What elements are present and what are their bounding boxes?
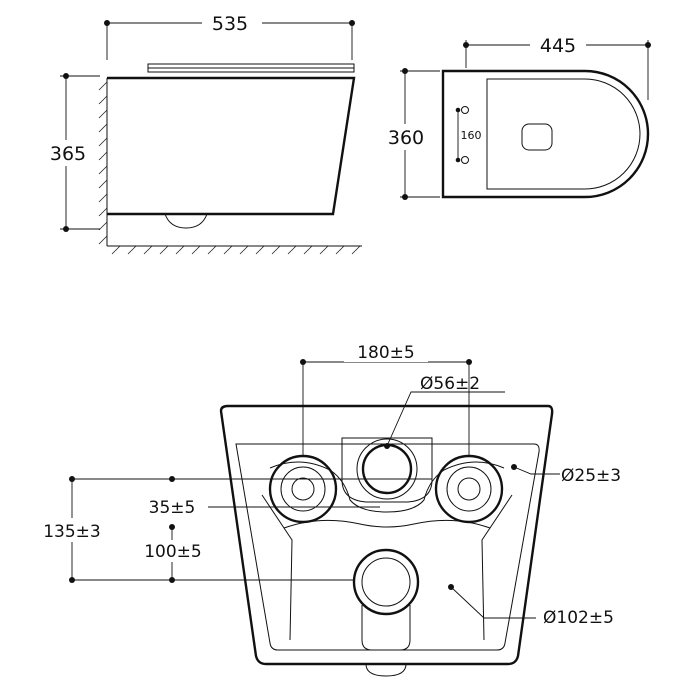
rear-view-bolt-hole-left-outer xyxy=(268,454,338,524)
top-view-outline xyxy=(441,69,650,199)
top-width-dot-bottom xyxy=(402,194,408,200)
inlet-offset-dot-top xyxy=(169,476,175,482)
side-width-dot-right xyxy=(349,20,355,26)
side-height-dot-bottom xyxy=(63,226,69,232)
side-view-outlet xyxy=(164,213,208,229)
rear-view-bottom-stub xyxy=(365,663,407,677)
top-view-rim xyxy=(486,78,641,190)
rear-view-bolt-hole-left-ring xyxy=(280,466,326,512)
rear-view-outlet xyxy=(352,548,420,616)
top-view-flush-hole xyxy=(521,123,553,151)
rear-view-water-inlet xyxy=(361,443,413,495)
outlet-to-bolt-label: 135±3 xyxy=(43,522,101,542)
top-bolt-spacing-label: 160 xyxy=(461,129,482,142)
rear-view: 180±5 Ø56±2 Ø25±3 35±5 135±3 100±5 Ø102±… xyxy=(26,340,621,677)
rear-view-outer-outline xyxy=(219,404,554,666)
outlet-label: Ø102±5 xyxy=(543,608,614,628)
side-view-wall-hatch xyxy=(98,81,108,245)
side-height-label: 365 xyxy=(50,143,86,165)
side-view-bowl-body xyxy=(107,76,356,216)
rear-bolt-dot-right xyxy=(466,359,472,365)
rear-view-inner-outline xyxy=(235,443,540,651)
rear-bolt-dot-left xyxy=(300,359,306,365)
rear-view-outlet-neck xyxy=(361,605,411,651)
rear-view-web-upper xyxy=(269,461,505,513)
rear-view-rib-right xyxy=(481,494,513,641)
top-width-dot-top xyxy=(402,68,408,74)
rear-view-top-recess xyxy=(341,437,433,503)
top-depth-dot-left xyxy=(463,42,469,48)
rear-view-bolt-hole-right-outer xyxy=(434,454,504,524)
outlet-to-bolt-dot-bottom xyxy=(69,577,75,583)
inlet-offset-label: 35±5 xyxy=(149,498,196,518)
top-bolt-dot-bottom xyxy=(455,157,461,163)
water-inlet-label: Ø56±2 xyxy=(420,374,480,394)
top-view-bolt-hole-top xyxy=(461,106,469,114)
rear-view-bolt-hole-right-ring xyxy=(446,466,492,512)
bolt-hole-label: Ø25±3 xyxy=(561,466,621,486)
rear-view-web-lower xyxy=(283,519,491,529)
top-bolt-dot-top xyxy=(455,107,461,113)
side-height-dot-top xyxy=(63,73,69,79)
rear-view-bolt-hole-right xyxy=(457,477,481,501)
side-view: 535 365 xyxy=(38,10,362,255)
rear-view-bolt-hole-left xyxy=(291,477,315,501)
side-view-seat xyxy=(147,63,355,73)
rear-bolt-spacing-label: 180±5 xyxy=(357,343,415,363)
top-view-bolt-hole-bottom xyxy=(461,156,469,164)
outlet-offset-label: 100±5 xyxy=(144,542,202,562)
side-width-label: 535 xyxy=(212,13,248,35)
side-view-floor-hatch xyxy=(111,245,361,255)
outlet-to-bolt-dot-top xyxy=(69,476,75,482)
side-width-dot-left xyxy=(104,20,110,26)
bolt-hole-leader xyxy=(513,466,560,475)
top-depth-label: 445 xyxy=(540,35,576,57)
outlet-leader xyxy=(450,586,536,619)
top-view: 160 445 360 xyxy=(378,33,651,200)
water-inlet-leader xyxy=(386,391,505,447)
rear-view-outlet-inner xyxy=(361,557,411,607)
top-width-label: 360 xyxy=(388,127,424,149)
outlet-offset-dot xyxy=(169,577,175,583)
top-depth-dot-right xyxy=(645,42,651,48)
rear-view-water-inlet-ring xyxy=(356,438,418,500)
rear-view-rib-left xyxy=(261,494,293,641)
